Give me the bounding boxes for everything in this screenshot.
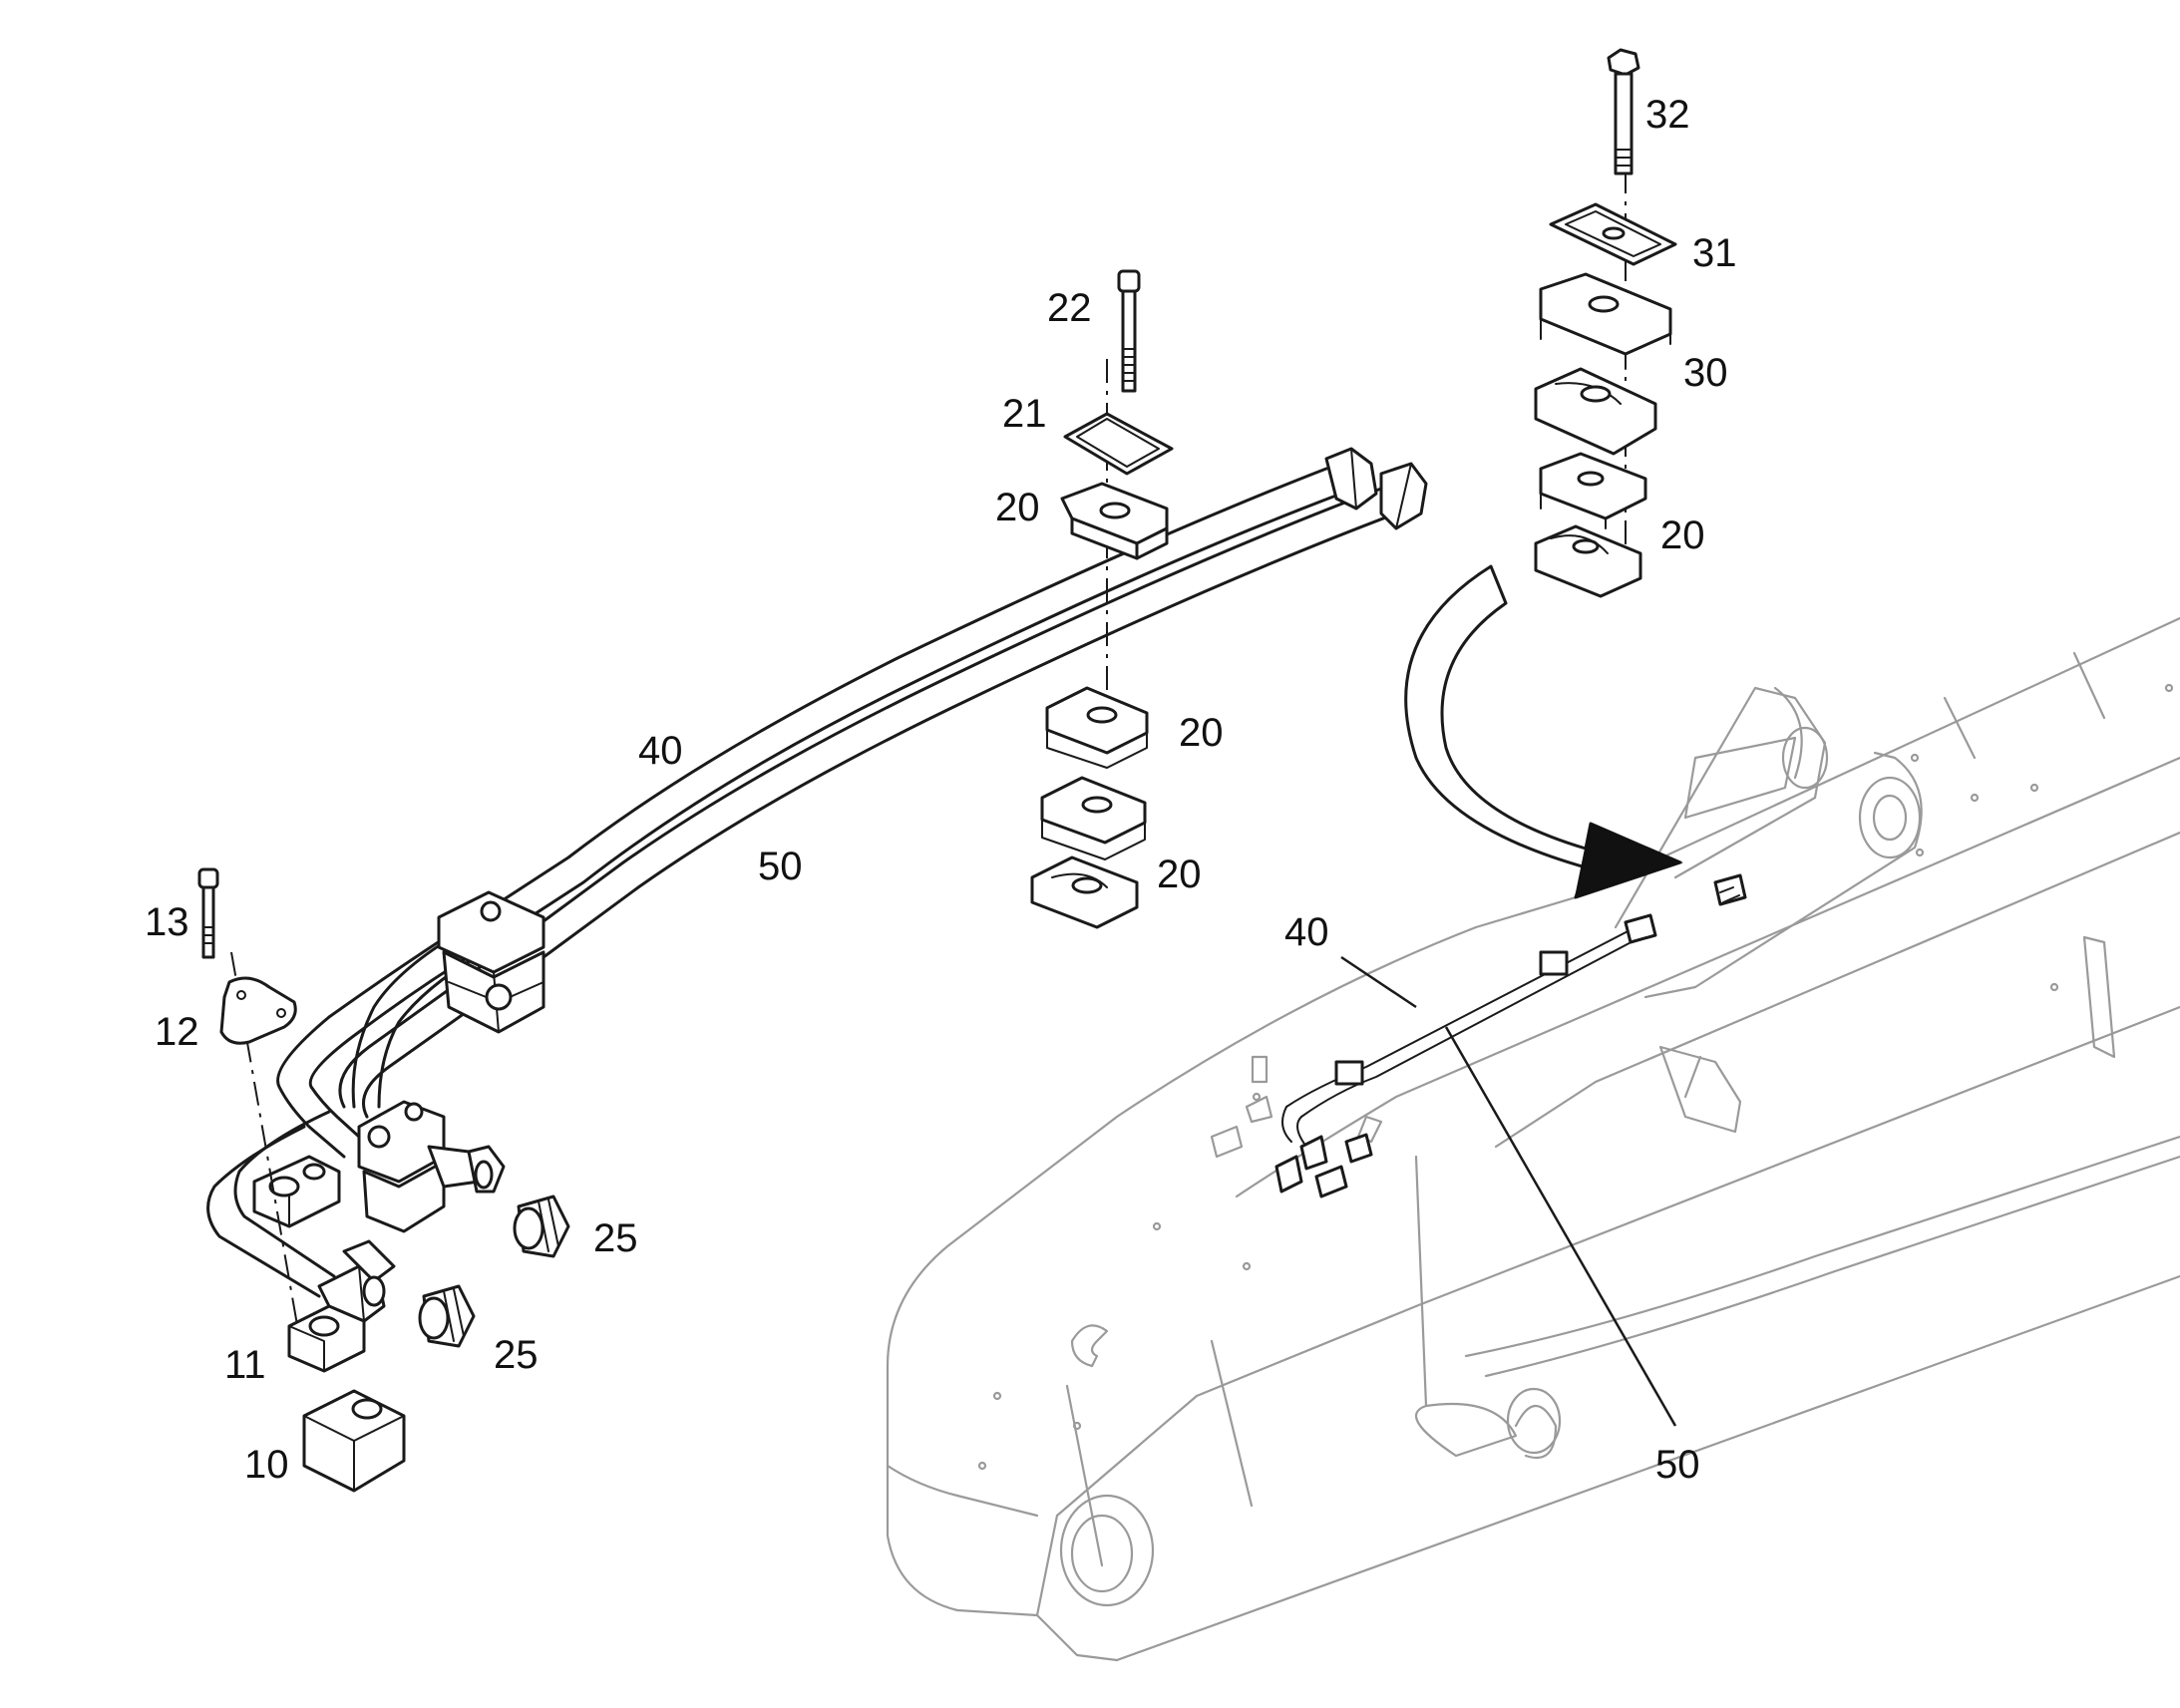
label-25-lower: 25 [494, 1333, 539, 1377]
label-20-top: 20 [995, 486, 1040, 529]
label-50-boom: 50 [1655, 1443, 1700, 1487]
label-40-boom: 40 [1284, 910, 1329, 954]
label-20-right: 20 [1660, 513, 1705, 557]
clamp-20-mid1 [1045, 686, 1149, 769]
clamp-20-right-top [1539, 452, 1647, 529]
plate-12 [219, 976, 297, 1045]
pipe-assembly [206, 447, 1428, 1323]
plug-25-upper [513, 1195, 570, 1258]
plug-25-lower [418, 1284, 476, 1348]
clamp-11 [287, 1304, 366, 1373]
clamp-30-top [1539, 272, 1672, 370]
label-20-bottom: 20 [1157, 853, 1202, 896]
label-50: 50 [758, 845, 803, 888]
boom-hose-assembly [1274, 873, 1747, 1198]
label-31: 31 [1692, 231, 1737, 275]
boom-outline [886, 616, 2180, 1662]
detail-arrow [1404, 564, 1683, 899]
label-21: 21 [1002, 392, 1047, 436]
clamp-20-top [1060, 482, 1169, 560]
label-11: 11 [224, 1343, 266, 1387]
clamp-20-right-bottom [1534, 524, 1642, 598]
label-30: 30 [1683, 351, 1728, 395]
bolt-32 [1607, 48, 1640, 175]
label-12: 12 [155, 1010, 199, 1054]
clamp-20-mid2 [1040, 776, 1147, 860]
label-13: 13 [145, 900, 189, 944]
bolt-13 [197, 867, 219, 959]
bolt-22 [1117, 269, 1141, 393]
plate-21 [1063, 412, 1174, 476]
label-10: 10 [244, 1443, 289, 1487]
block-10 [302, 1389, 406, 1493]
clamp-20-bottom [1030, 855, 1139, 929]
label-20-mid: 20 [1179, 711, 1224, 755]
label-22: 22 [1047, 286, 1092, 330]
label-40: 40 [638, 729, 683, 773]
label-32: 32 [1645, 93, 1690, 137]
part-labels: 32 31 30 20 22 21 20 20 20 40 50 13 12 2… [145, 93, 1737, 1487]
plate-31 [1549, 202, 1677, 266]
label-25-upper: 25 [593, 1216, 638, 1260]
clamp-30-bottom [1534, 367, 1657, 456]
